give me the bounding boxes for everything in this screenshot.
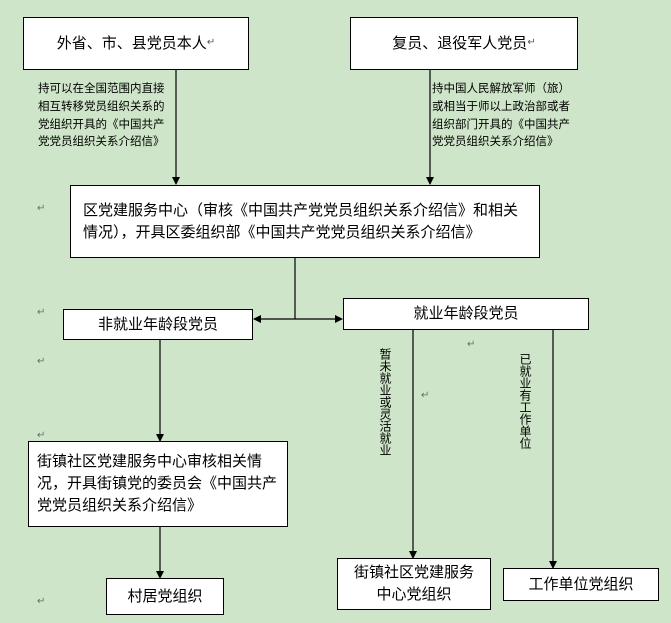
edge-label-employed-text: 已就业有工作单位 <box>518 353 532 449</box>
node-service-center-label: 区党建服务中心（审核《中国共产党党员组织关系介绍信》和相关情况），开具区委组织部… <box>83 200 519 241</box>
node-employment-age-label: 就业年龄段党员 <box>413 304 519 323</box>
node-employment-age: 就业年龄段党员 <box>343 298 589 330</box>
paragraph-mark: ↵ <box>467 339 476 350</box>
paragraph-mark: ↵ <box>421 390 430 401</box>
paragraph-mark: ↵ <box>37 596 46 607</box>
node-work-unit-org-label: 工作单位党组织 <box>528 574 634 593</box>
paragraph-mark: ↵ <box>37 356 46 367</box>
node-veteran: 复员、退役军人党员↵ <box>350 17 578 70</box>
node-veteran-label: 复员、退役军人党员 <box>392 33 528 52</box>
edge-note-out-of-province: 持可以在全国范围内直接相互转移党员组织关系的党组织开具的《中国共产党党员组织关系… <box>38 80 172 151</box>
node-non-employment-age-label: 非就业年龄段党员 <box>97 314 218 333</box>
edge-note-veteran: 持中国人民解放军师（旅）或相当于师以上政治部或者组织部门开具的《中国共产党党员组… <box>432 80 572 151</box>
edge-note-veteran-text: 持中国人民解放军师（旅）或相当于师以上政治部或者组织部门开具的《中国共产党党员组… <box>432 81 570 149</box>
paragraph-mark: ↵ <box>37 430 46 441</box>
node-street-center-org: 街镇社区党建服务中心党组织 <box>337 558 491 610</box>
node-street-center-review: 街镇社区党建服务中心审核相关情况，开具街镇党的委员会《中国共产党党员组织关系介绍… <box>28 441 288 527</box>
edge-note-out-of-province-text: 持可以在全国范围内直接相互转移党员组织关系的党组织开具的《中国共产党党员组织关系… <box>38 81 165 149</box>
node-service-center: 区党建服务中心（审核《中国共产党党员组织关系介绍信》和相关情况），开具区委组织部… <box>70 185 540 258</box>
node-village-org: 村居党组织 <box>106 578 224 615</box>
edge-label-not-employed: 暂未就业或灵活就业 <box>378 348 392 456</box>
node-work-unit-org: 工作单位党组织 <box>503 568 659 601</box>
node-village-org-label: 村居党组织 <box>127 586 203 605</box>
node-out-of-province: 外省、市、县党员本人↵ <box>23 17 249 70</box>
paragraph-mark: ↵ <box>37 203 46 214</box>
paragraph-mark: ↵ <box>37 307 46 318</box>
node-street-center-org-label: 街镇社区党建服务中心党组织 <box>353 563 474 603</box>
node-out-of-province-label: 外省、市、县党员本人 <box>56 33 207 52</box>
edge-label-not-employed-text: 暂未就业或灵活就业 <box>378 348 392 456</box>
node-non-employment-age: 非就业年龄段党员 <box>63 309 253 340</box>
edge-label-employed: 已就业有工作单位 <box>518 353 532 449</box>
node-street-center-review-label: 街镇社区党建服务中心审核相关情况，开具街镇党的委员会《中国共产党党员组织关系介绍… <box>37 452 278 514</box>
